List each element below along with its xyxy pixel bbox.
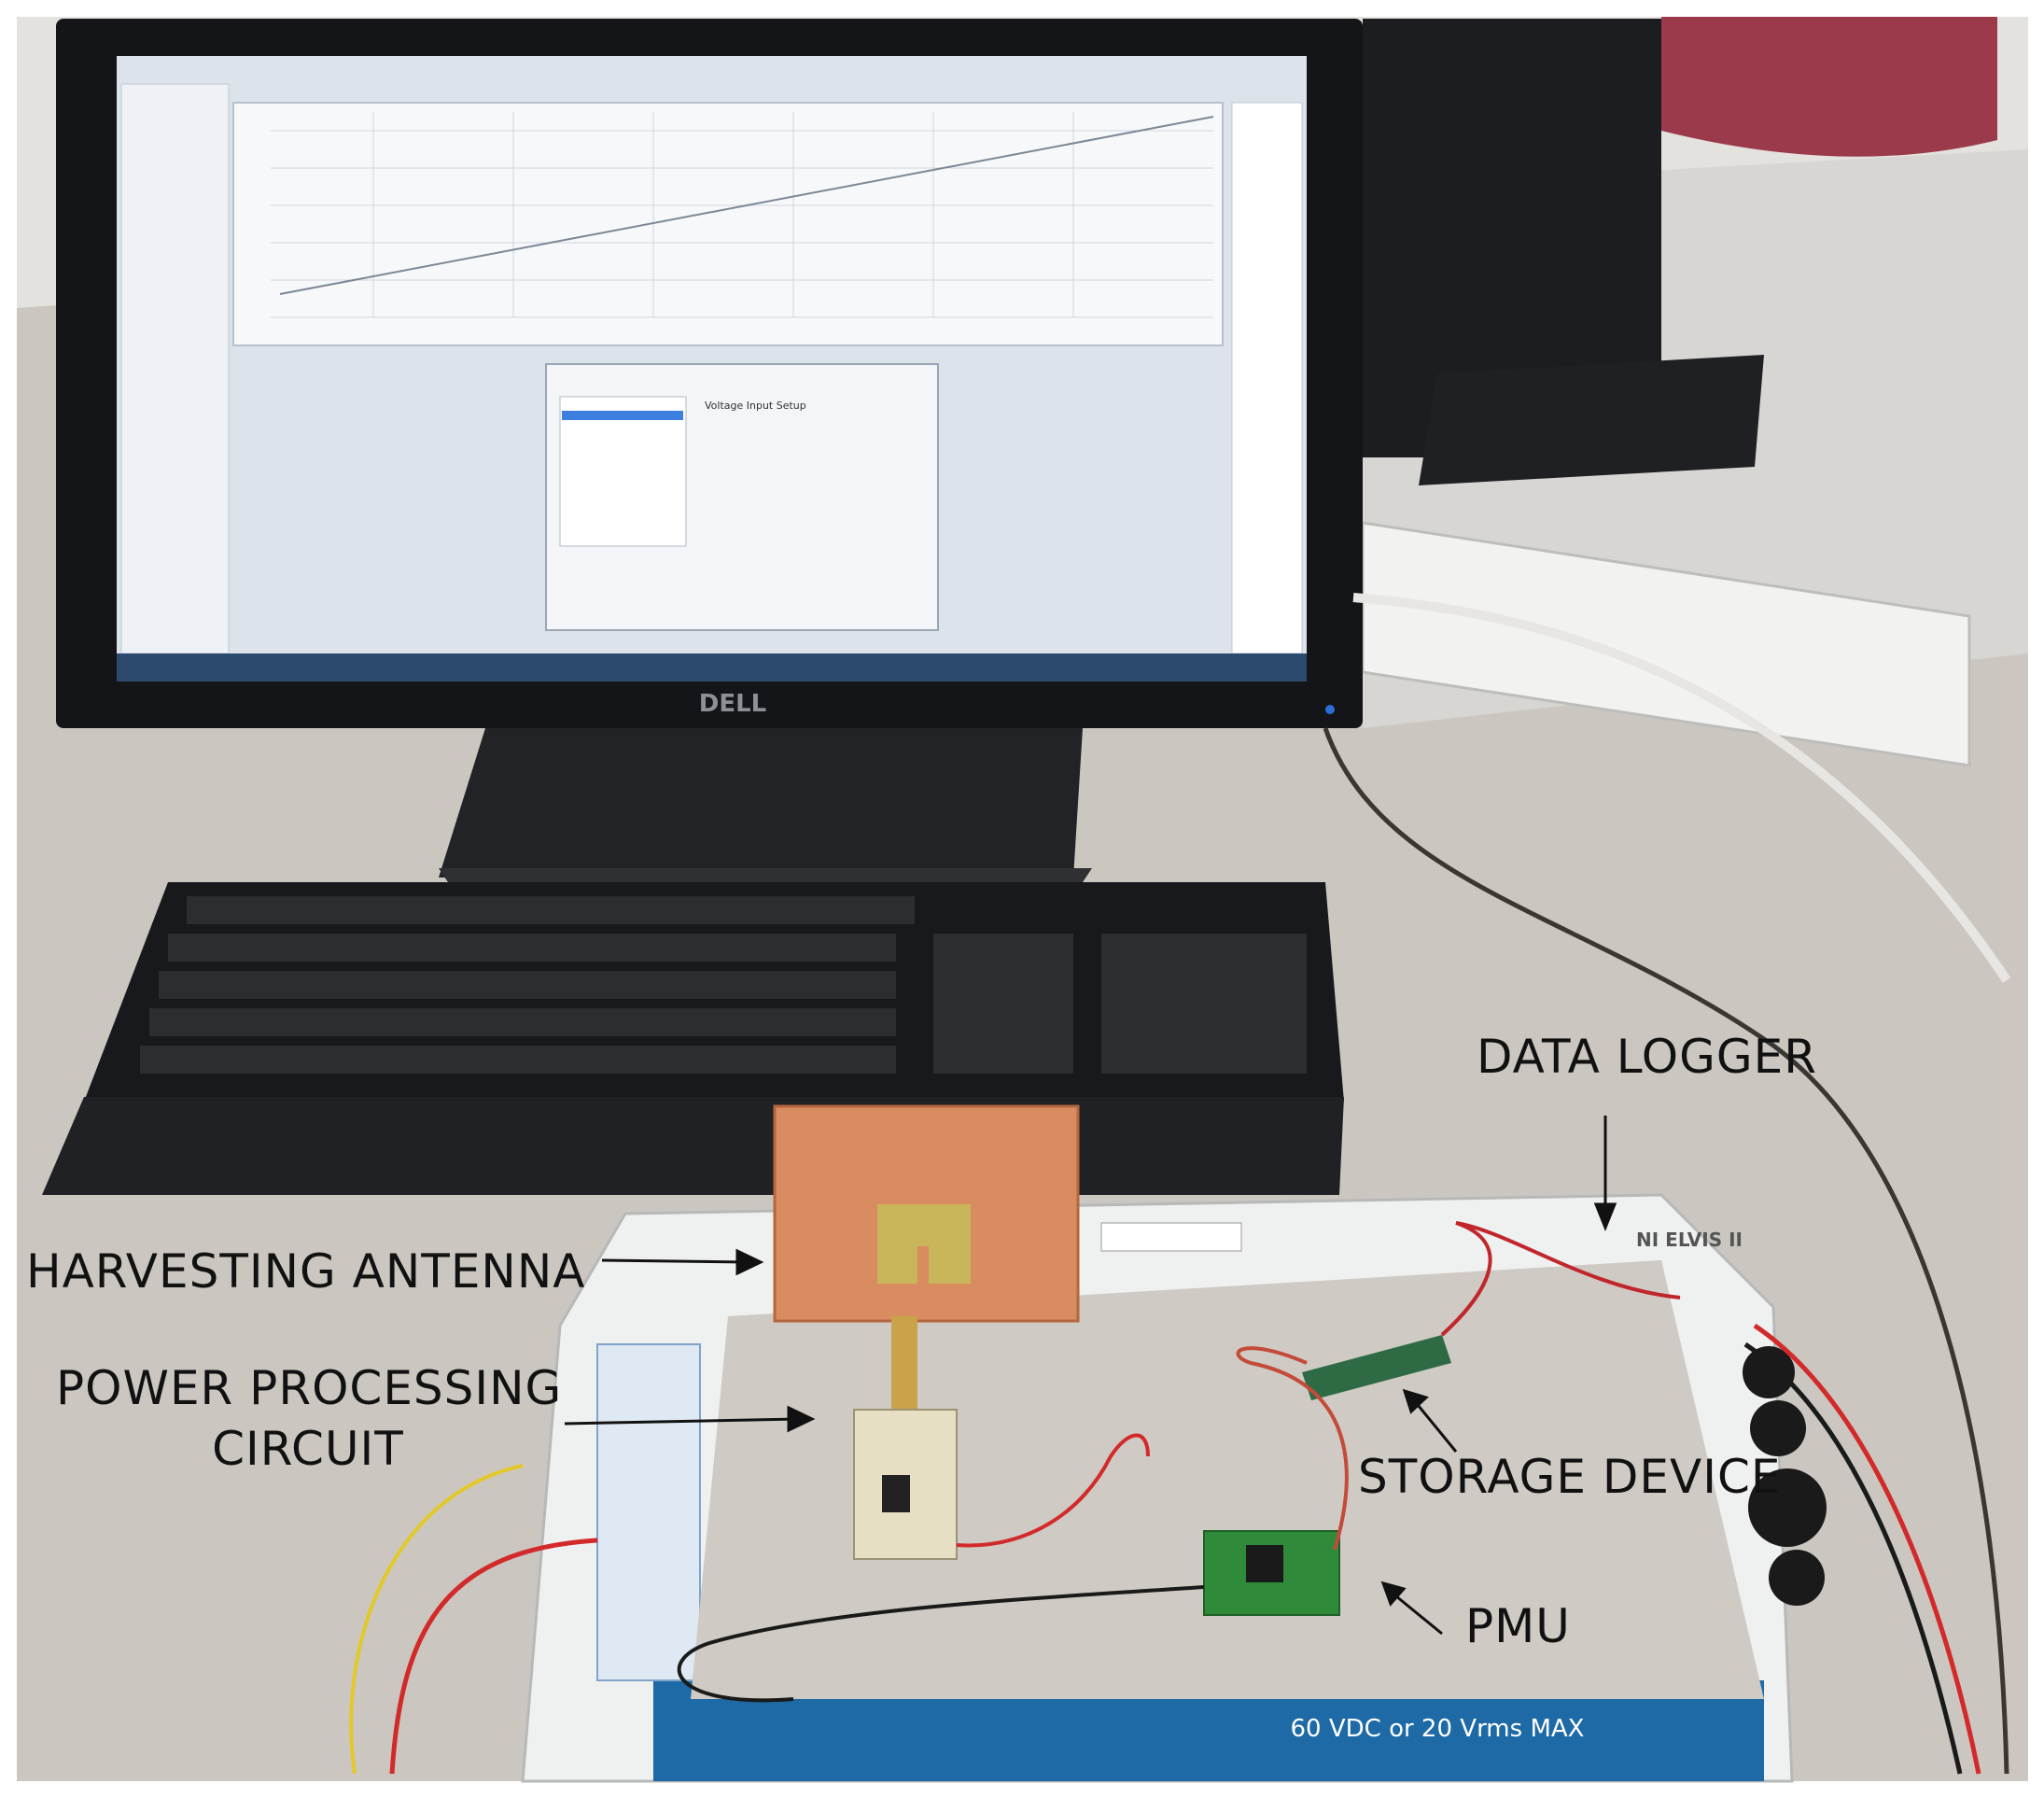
power-processing-component (882, 1475, 910, 1512)
label-power-processing-line2: CIRCUIT (212, 1422, 404, 1476)
keyboard-palm-rest (42, 1097, 1344, 1195)
pmu-chip (1246, 1545, 1283, 1582)
antenna-sma-connector (891, 1316, 917, 1410)
annotation-arrows (564, 1116, 1617, 1636)
yellow-probe-wire (349, 1464, 524, 1775)
screen-channel-list (559, 396, 687, 547)
storage-device-board (1302, 1335, 1451, 1400)
label-power-processing-line1: POWER PROCESSING (56, 1361, 563, 1415)
label-harvesting-antenna: HARVESTING ANTENNA (26, 1244, 586, 1299)
arrow-data-logger-head (1593, 1202, 1617, 1232)
right-red-wire (1753, 1323, 1981, 1775)
white-cable (1352, 593, 2011, 983)
red-probe-wire (389, 1538, 598, 1775)
arrow-storage-head (1402, 1388, 1429, 1414)
ni-elvis-left-panel (596, 1343, 701, 1681)
monitor-brand: DELL (699, 690, 766, 718)
screen-chart-panel (232, 102, 1224, 346)
label-data-logger: DATA LOGGER (1477, 1030, 1817, 1084)
red-wire-2 (1236, 1346, 1349, 1551)
background-keyboard (1419, 355, 1764, 485)
arrow-power-processing-head (787, 1405, 816, 1433)
knob-1 (1743, 1346, 1795, 1398)
arrow-power-processing (564, 1417, 799, 1426)
arrow-antenna (601, 1258, 748, 1264)
keyboard-keys (140, 896, 1307, 1074)
red-wire-1 (956, 1433, 1150, 1548)
screen-taskbar (117, 653, 1307, 681)
knob-2 (1750, 1400, 1806, 1456)
harvesting-antenna-feed (917, 1246, 929, 1298)
screen-chart-trace (279, 116, 1214, 295)
monitor-power-led (1325, 705, 1335, 714)
label-pmu: PMU (1465, 1599, 1571, 1653)
red-wire-3 (1440, 1221, 1681, 1337)
monitor-stand-neck (439, 728, 1083, 878)
arrow-antenna-head (735, 1248, 764, 1276)
screen-channel-selected (562, 411, 683, 420)
arrow-pmu (1390, 1590, 1443, 1636)
arrow-pmu-head (1380, 1580, 1407, 1607)
cardboard-sheet (691, 1260, 1764, 1699)
ni-elvis-name: NI ELVIS II (1636, 1229, 1743, 1251)
red-chair (1661, 17, 1997, 157)
ni-elvis-warning: 60 VDC or 20 Vrms MAX (1291, 1715, 1585, 1743)
monitor-cable (1323, 727, 2009, 1775)
label-storage-device: STORAGE DEVICE (1358, 1450, 1782, 1504)
black-wire-1 (677, 1585, 1205, 1703)
knob-4 (1769, 1550, 1825, 1606)
knob-3 (1748, 1468, 1827, 1547)
screen-help-panel (1231, 102, 1303, 654)
right-black-wire (1743, 1341, 1963, 1775)
ni-elvis-label-sticker (1100, 1222, 1242, 1252)
screen-dialog-title: Voltage Input Setup (705, 400, 806, 412)
monitor-stand-base (439, 868, 1092, 882)
screen-tree-panel (120, 83, 230, 654)
arrow-storage (1412, 1399, 1458, 1453)
